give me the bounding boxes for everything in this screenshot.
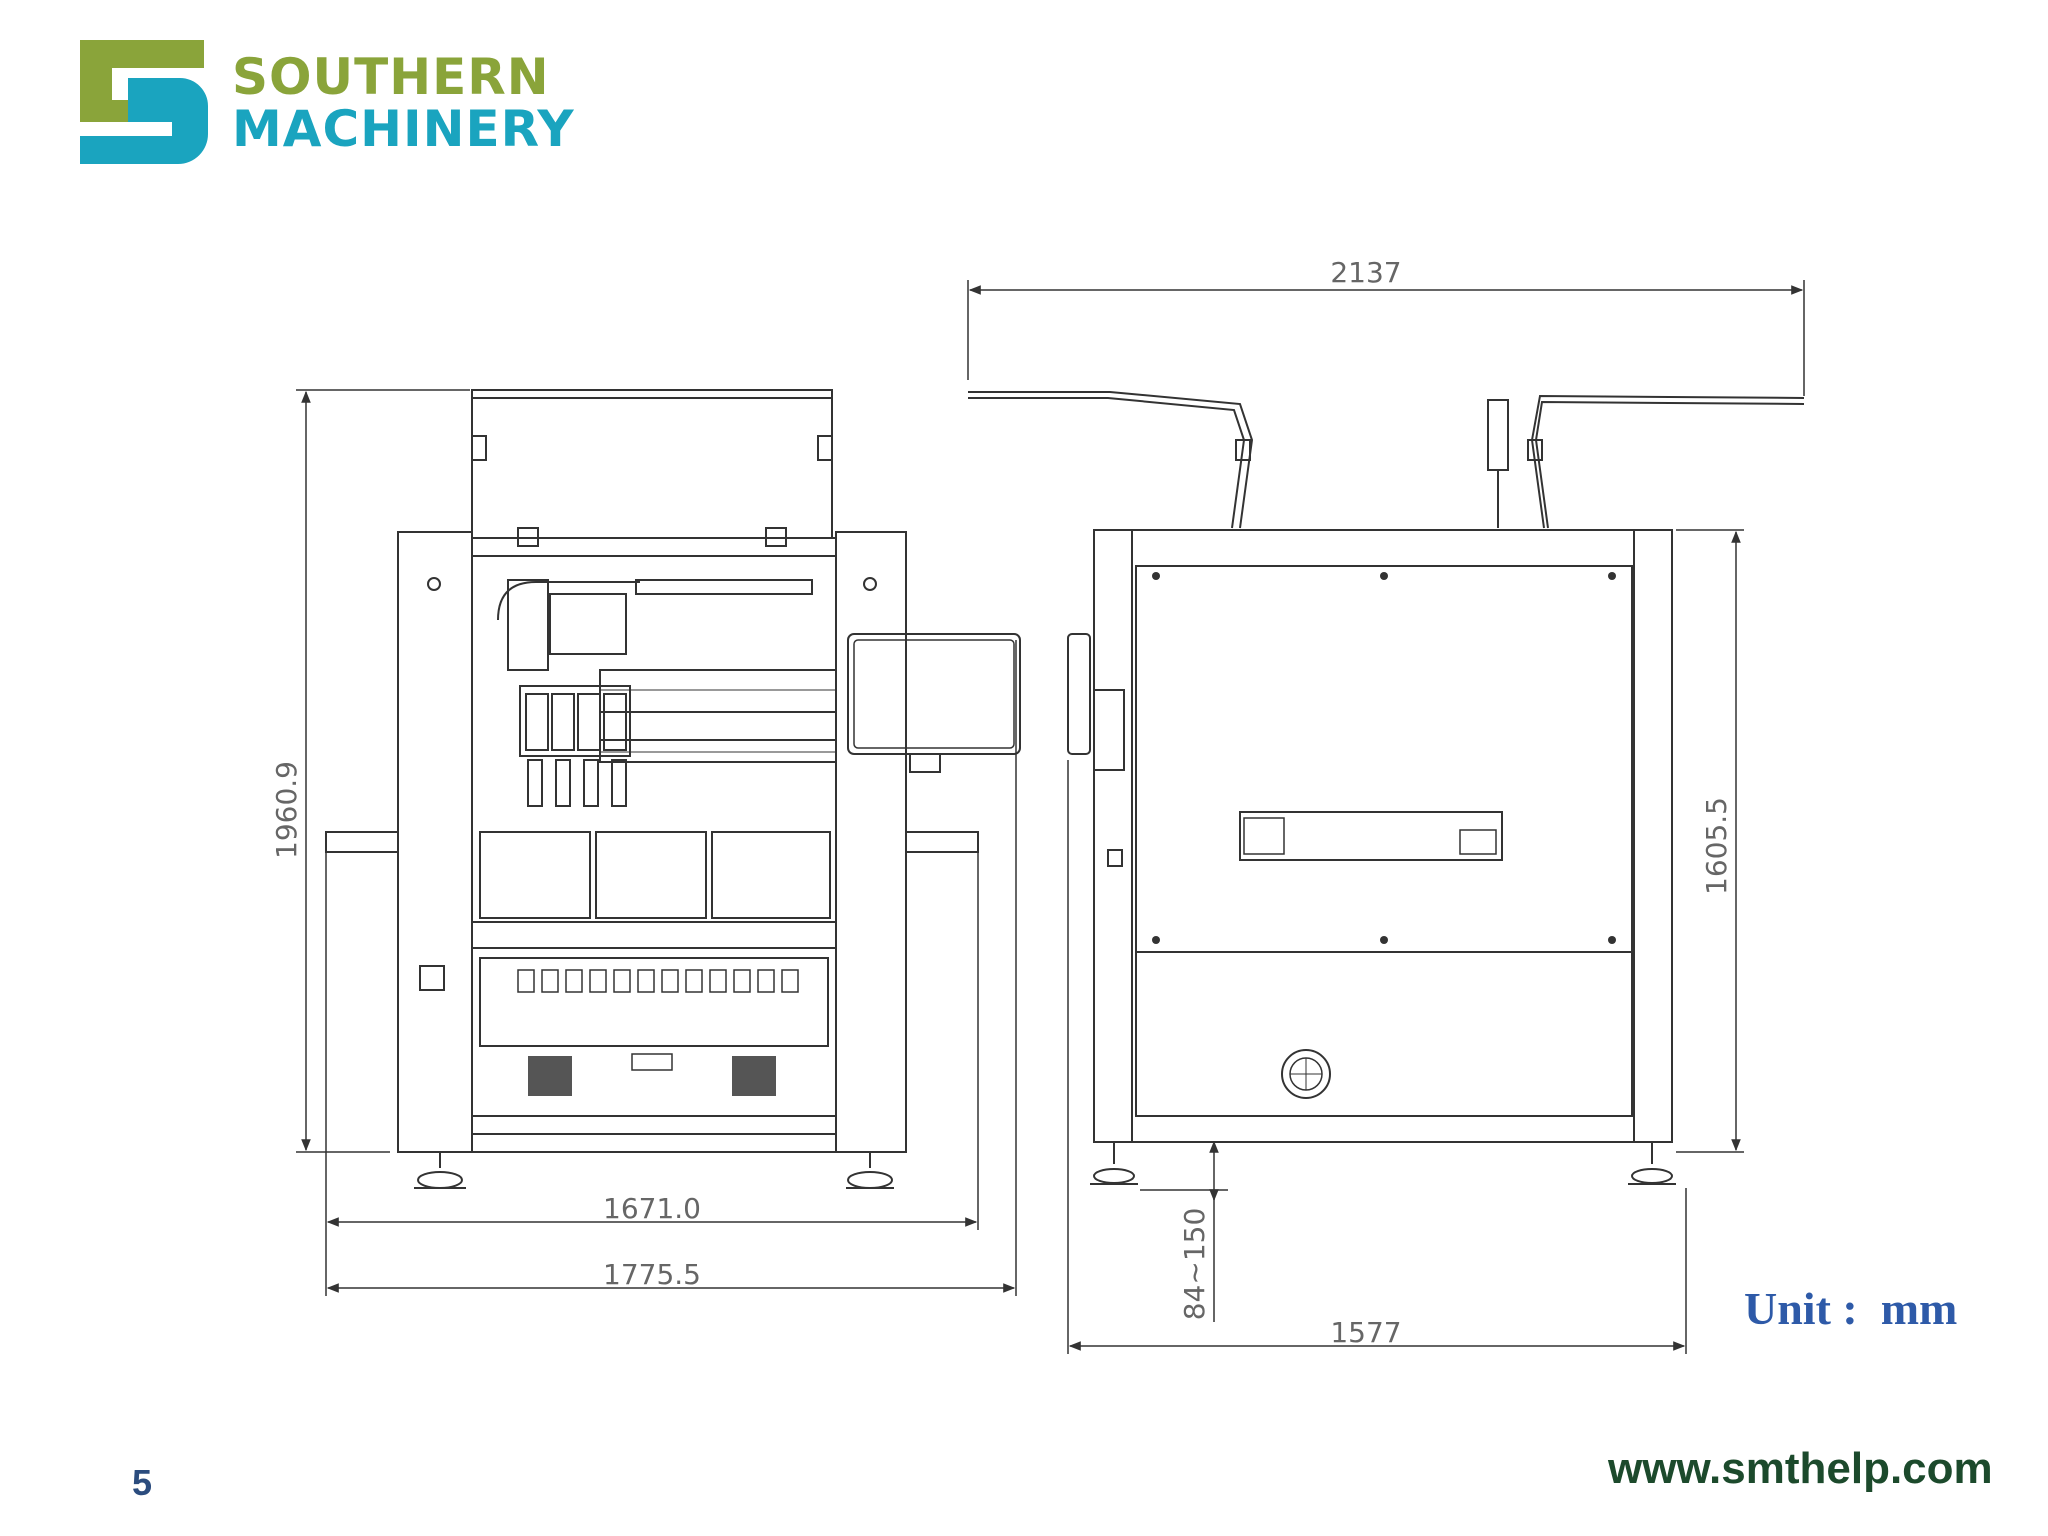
front-view-machine xyxy=(325,389,1021,1200)
front-inner-width-dim-label: 1671.0 xyxy=(603,1192,701,1225)
front-view-dimensions xyxy=(296,389,1017,1296)
side-view-dimensions xyxy=(967,280,1805,1354)
side-width-dim-label: 1577 xyxy=(1330,1316,1401,1349)
southern-machinery-logo-icon xyxy=(80,40,208,164)
brand-name-line1: SOUTHERN xyxy=(232,48,550,106)
brand-name-line2: MACHINERY xyxy=(232,100,575,158)
side-height-dim-label: 1605.5 xyxy=(1700,797,1733,895)
side-view-machine xyxy=(968,391,1805,1185)
unit-label: Unit : mm xyxy=(1744,1283,1958,1334)
front-outer-width-dim-label: 1775.5 xyxy=(603,1258,701,1291)
website-link[interactable]: www.smthelp.com xyxy=(1608,1444,1993,1493)
side-top-width-dim-label: 2137 xyxy=(1330,256,1401,289)
page-number: 5 xyxy=(132,1462,153,1503)
foot-range-dim-label: 84~150 xyxy=(1178,1208,1211,1321)
front-height-dim-label: 1960.9 xyxy=(270,761,303,859)
